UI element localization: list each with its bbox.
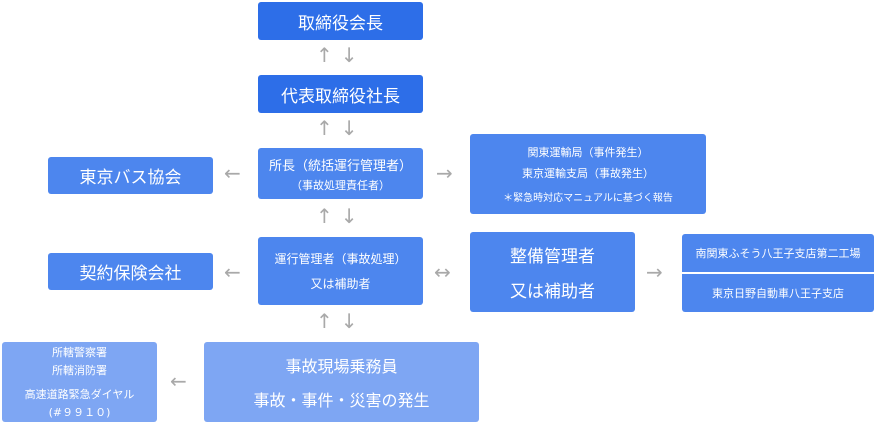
bureau-line-2: 東京運輸支局（事故発生）: [522, 167, 654, 180]
insurance-label: 契約保険会社: [79, 264, 182, 284]
left-arrow-icon: ←: [170, 369, 187, 393]
bureau-note: ＊緊急時対応マニュアルに基づく報告: [503, 193, 673, 204]
chairman-box: 取締役会長: [258, 2, 423, 40]
factory-divider: [682, 272, 874, 274]
up-down-arrow-icon: ↑↓: [316, 204, 366, 228]
factory-label: 南関東ふそう八王子支店第二工場: [695, 247, 861, 260]
bus-association-box: 東京バス協会: [48, 157, 213, 194]
crew-subtitle: 事故・事件・災害の発生: [253, 391, 430, 410]
crew-title: 事故現場乗務員: [285, 357, 398, 376]
director-box: 所長（統括運行管理者） （事故処理責任者）: [258, 148, 423, 199]
operations-manager-box: 運行管理者（事故処理） 又は補助者: [258, 237, 423, 305]
transport-bureau-box: 関東運輸局（事件発生） 東京運輸支局（事故発生） ＊緊急時対応マニュアルに基づく…: [470, 134, 706, 214]
hino-branch-label: 東京日野自動車八王子支店: [712, 287, 844, 300]
director-subtitle: （事故処理責任者）: [291, 178, 390, 192]
director-title: 所長（統括運行管理者）: [268, 158, 412, 174]
crew-box: 事故現場乗務員 事故・事件・災害の発生: [204, 342, 479, 422]
fire-label: 所轄消防署: [52, 364, 107, 377]
bureau-line-1: 関東運輸局（事件発生）: [527, 146, 649, 159]
police-label: 所轄警察署: [52, 346, 107, 359]
left-arrow-icon: ←: [224, 161, 241, 185]
right-arrow-icon: →: [646, 260, 663, 284]
maintenance-manager-subtitle: 又は補助者: [510, 282, 595, 302]
emergency-contacts-box: 所轄警察署 所轄消防署 高速道路緊急ダイヤル (#９９１０): [2, 342, 157, 422]
hino-branch-cell: 東京日野自動車八王子支店: [682, 274, 874, 312]
maintenance-manager-box: 整備管理者 又は補助者: [470, 232, 635, 312]
hotline-label: 高速道路緊急ダイヤル: [24, 388, 135, 401]
president-label: 代表取締役社長: [281, 86, 400, 107]
president-box: 代表取締役社長: [258, 75, 423, 113]
maintenance-manager-title: 整備管理者: [510, 247, 595, 267]
chairman-label: 取締役会長: [298, 13, 383, 34]
up-down-arrow-icon: ↑↓: [316, 309, 366, 333]
bus-association-label: 東京バス協会: [79, 168, 182, 188]
left-right-arrow-icon: ↔: [434, 260, 451, 284]
hotline-number: (#９９１０): [48, 406, 111, 419]
factories-box: 南関東ふそう八王子支店第二工場 東京日野自動車八王子支店: [682, 234, 874, 312]
factory-cell: 南関東ふそう八王子支店第二工場: [682, 234, 874, 272]
left-arrow-icon: ←: [224, 260, 241, 284]
right-arrow-icon: →: [436, 161, 453, 185]
up-down-arrow-icon: ↑↓: [316, 116, 366, 140]
insurance-box: 契約保険会社: [48, 253, 213, 290]
operations-manager-title: 運行管理者（事故処理）: [274, 252, 407, 266]
up-down-arrow-icon: ↑↓: [316, 43, 366, 67]
operations-manager-subtitle: 又は補助者: [310, 277, 371, 291]
